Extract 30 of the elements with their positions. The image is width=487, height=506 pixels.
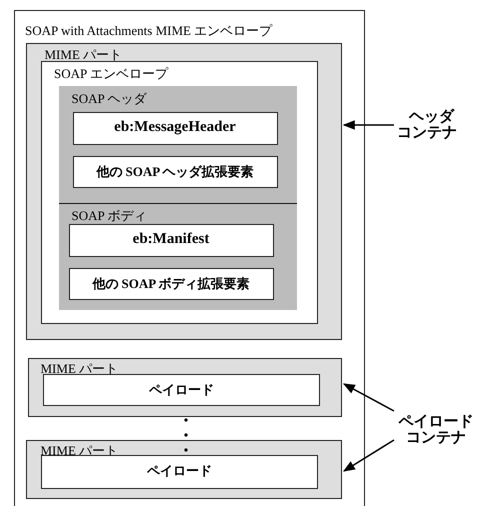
element-name: eb:Manifest — [132, 232, 210, 246]
part-box — [41, 61, 318, 324]
box-title: SOAP with Attachments MIME エンベロープ — [25, 23, 272, 38]
box-title: SOAP エンベロープ — [54, 66, 168, 81]
element-name: eb:MessageHeader — [113, 120, 237, 134]
element-name: ペイロード — [146, 463, 213, 478]
box-title: SOAP ヘッダ — [72, 90, 147, 106]
container-label-text: ペイロードコンテナ — [398, 413, 474, 445]
container-label-text: ヘッダコンテナ — [396, 108, 458, 140]
arrow — [342, 439, 394, 472]
part-box — [26, 42, 342, 340]
element-name: ペイロード — [148, 382, 215, 397]
element-name: 他の SOAP ヘッダ拡張要素 — [95, 164, 255, 178]
element-box — [68, 268, 274, 300]
element-box — [72, 112, 278, 144]
header-panel — [58, 86, 296, 202]
arrow — [342, 120, 394, 130]
box-title: MIME パート — [44, 46, 122, 62]
element-name: 他の SOAP ボディ拡張要素 — [91, 276, 251, 290]
arrow — [342, 383, 394, 412]
envelope-box — [14, 10, 365, 506]
part-box — [26, 440, 342, 498]
element-box — [68, 224, 274, 256]
box-title: SOAP ボディ — [72, 208, 147, 222]
box-title: MIME パート — [40, 360, 118, 376]
element-box — [43, 374, 320, 406]
element-box — [41, 455, 318, 489]
part-box — [28, 358, 342, 416]
body-panel — [58, 202, 296, 310]
element-box — [72, 156, 278, 188]
